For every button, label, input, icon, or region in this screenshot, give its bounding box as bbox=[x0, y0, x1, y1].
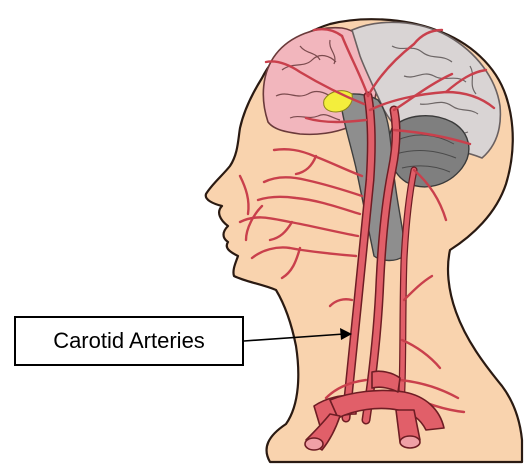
carotid-arteries-label: Carotid Arteries bbox=[14, 316, 244, 366]
